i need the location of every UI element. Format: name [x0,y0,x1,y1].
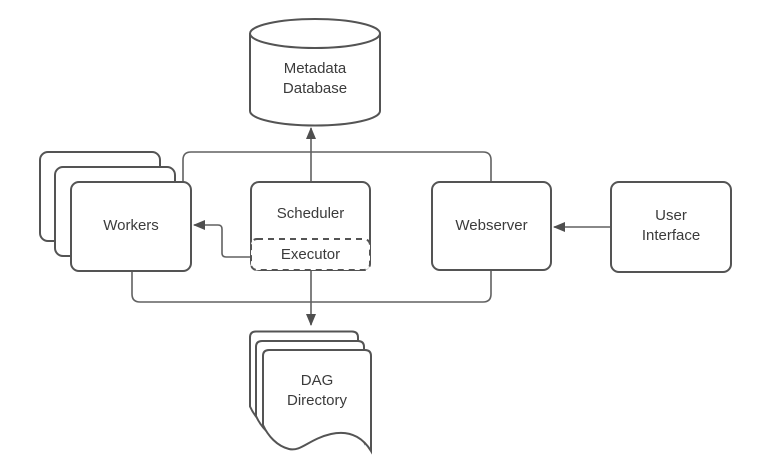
dag-directory-shape [249,330,372,455]
edge-executor-to-workers [193,220,251,258]
workers-shape-front [70,181,192,272]
webserver-shape [431,181,552,271]
edge-top-bus [182,151,492,182]
scheduler-shape [250,181,371,271]
workers-shape [39,151,192,272]
dag-directory-shape-front [262,349,372,455]
executor-shape [250,238,371,271]
user-interface-shape [610,181,732,273]
metadata-database-shape [249,18,381,127]
connector-bus-group [131,127,611,326]
